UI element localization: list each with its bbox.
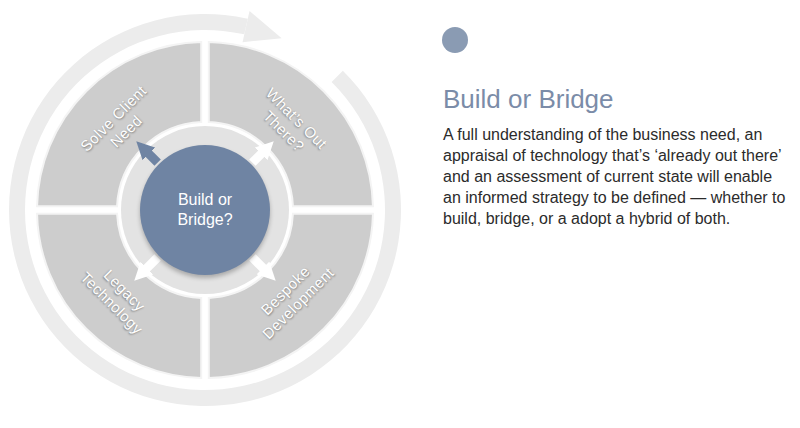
body-text: A full understanding of the business nee…	[443, 124, 791, 229]
arrow-connector	[252, 257, 268, 273]
arrow-connector	[141, 257, 157, 273]
accent-dot	[442, 27, 468, 53]
arrow-connector	[143, 148, 157, 162]
cycle-ring	[9, 14, 401, 406]
cycle-group	[9, 11, 401, 406]
inner-disk	[121, 126, 289, 294]
heading: Build or Bridge	[443, 84, 614, 115]
cycle-arrowhead	[243, 11, 282, 42]
arrow-connector	[252, 148, 266, 162]
node-text: Build or Bridge?	[163, 190, 247, 230]
hub-circle: Build or Bridge?	[140, 145, 270, 275]
